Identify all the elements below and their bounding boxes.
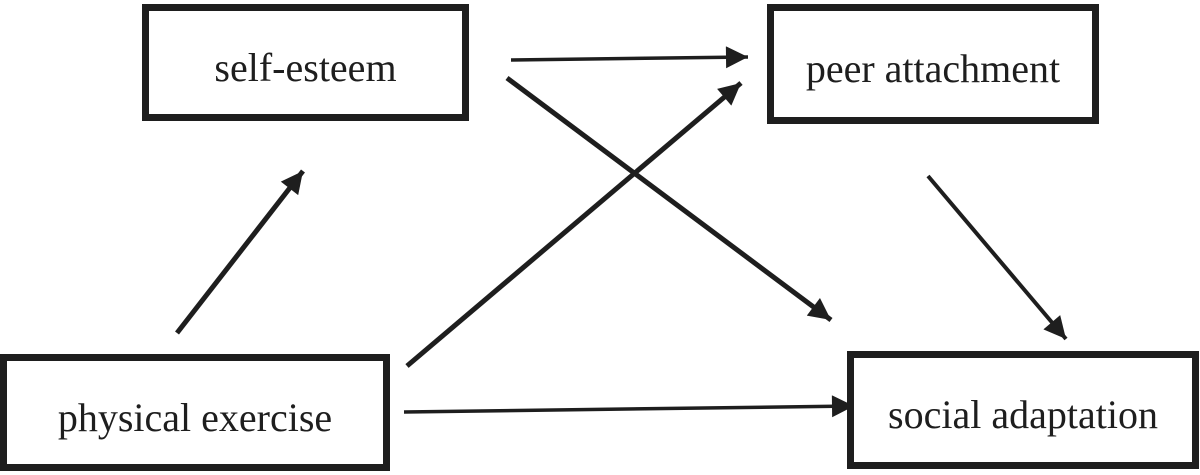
node-self-esteem: self-esteem	[142, 4, 469, 121]
node-social-adaptation: social adaptation	[847, 351, 1199, 469]
arrow-peer-attachment-to-social-adaptation	[926, 174, 1068, 341]
node-peer-attachment: peer attachment	[767, 4, 1099, 124]
arrow-self-esteem-to-social-adaptation	[505, 75, 833, 323]
node-physical-exercise: physical exercise	[0, 354, 390, 471]
node-physical-exercise-label: physical exercise	[57, 394, 333, 440]
arrow-physical-exercise-to-self-esteem	[175, 169, 305, 335]
arrow-self-esteem-to-peer-attachment	[510, 46, 749, 69]
arrow-physical-exercise-to-social-adaptation	[403, 395, 855, 418]
node-peer-attachment-label: peer attachment	[805, 46, 1061, 91]
node-social-adaptation-label: social adaptation	[888, 392, 1158, 437]
arrow-physical-exercise-to-peer-attachment	[405, 81, 743, 368]
node-self-esteem-label: self-esteem	[214, 44, 397, 90]
